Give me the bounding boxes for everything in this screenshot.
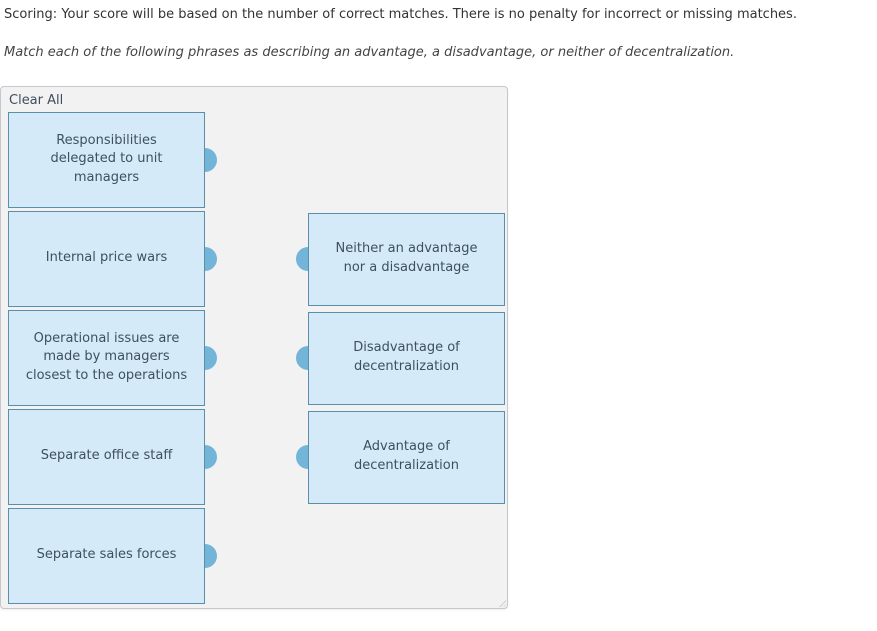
phrase-label: Responsibilities delegated to unit manag… <box>50 132 163 186</box>
connector-knob-icon <box>205 345 217 370</box>
scoring-instructions: Scoring: Your score will be based on the… <box>4 7 797 22</box>
connector-knob-icon <box>296 247 308 272</box>
phrase-box-operational-issues[interactable]: Operational issues are made by managers … <box>8 309 217 406</box>
phrase-box-responsibilities-delegated[interactable]: Responsibilities delegated to unit manag… <box>8 111 217 208</box>
panel-resize-grip[interactable] <box>497 597 506 607</box>
connector-knob-icon <box>296 445 308 470</box>
quiz-page: Scoring: Your score will be based on the… <box>0 7 797 609</box>
connector-knob-icon <box>205 543 217 568</box>
target-box-disadvantage[interactable]: Disadvantage of decentralization <box>296 311 505 405</box>
target-label: Neither an advantage nor a disadvantage <box>335 241 478 276</box>
phrase-box-separate-office-staff[interactable]: Separate office staff <box>8 408 217 505</box>
question-prompt: Match each of the following phrases as d… <box>4 44 735 60</box>
connector-knob-icon <box>205 147 217 172</box>
clear-all-button[interactable]: Clear All <box>9 92 64 108</box>
phrase-label: Separate office staff <box>40 448 173 464</box>
phrase-label: Separate sales forces <box>36 547 177 563</box>
phrase-label: Internal price wars <box>45 250 168 266</box>
target-label: Advantage of decentralization <box>354 439 459 474</box>
matching-panel: Clear All Responsibilities delegated to … <box>0 85 508 609</box>
target-box-neither[interactable]: Neither an advantage nor a disadvantage <box>296 212 505 306</box>
connector-knob-icon <box>205 444 217 469</box>
connector-knob-icon <box>205 246 217 271</box>
connector-knob-icon <box>296 346 308 371</box>
phrase-box-separate-sales-forces[interactable]: Separate sales forces <box>8 507 217 604</box>
phrase-label: Operational issues are made by managers … <box>25 330 188 384</box>
target-label: Disadvantage of decentralization <box>353 340 460 375</box>
phrase-box-internal-price-wars[interactable]: Internal price wars <box>8 210 217 307</box>
target-box-advantage[interactable]: Advantage of decentralization <box>296 410 505 504</box>
